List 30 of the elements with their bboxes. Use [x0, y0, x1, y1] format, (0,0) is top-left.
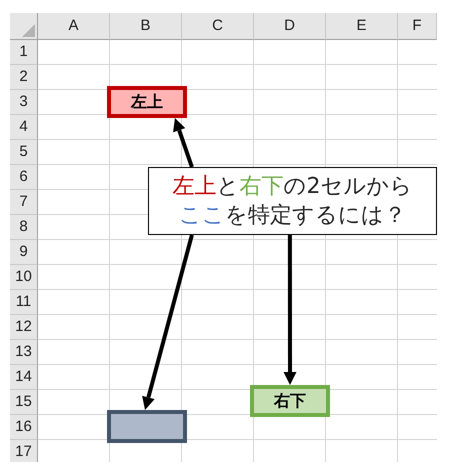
row-number: 16 — [10, 415, 38, 440]
column-header: F — [398, 13, 437, 40]
row-number: 14 — [10, 365, 38, 390]
label-box: 右下 — [250, 385, 330, 417]
row-number: 6 — [10, 165, 38, 190]
row-number: 4 — [10, 115, 38, 140]
row-number: 3 — [10, 90, 38, 115]
label-box: 左上 — [107, 86, 187, 118]
target-rectangle — [107, 410, 187, 443]
arrow — [284, 235, 296, 385]
column-header: B — [110, 13, 182, 40]
row-number: 5 — [10, 140, 38, 165]
row-number: 9 — [10, 240, 38, 265]
row-number: 1 — [10, 40, 38, 65]
arrow — [142, 234, 194, 410]
column-header: E — [326, 13, 398, 40]
row-number: 8 — [10, 215, 38, 240]
row-number: 17 — [10, 440, 38, 462]
row-number: 11 — [10, 290, 38, 315]
row-number: 13 — [10, 340, 38, 365]
row-number: 12 — [10, 315, 38, 340]
row-number: 2 — [10, 65, 38, 90]
callout-box: 左上と右下の2セルからここを特定するには？ — [148, 167, 437, 235]
row-number: 7 — [10, 190, 38, 215]
column-header: A — [38, 13, 110, 40]
row-number: 15 — [10, 390, 38, 415]
row-number: 10 — [10, 265, 38, 290]
column-header: C — [182, 13, 254, 40]
column-header: D — [254, 13, 326, 40]
arrow — [173, 118, 194, 168]
